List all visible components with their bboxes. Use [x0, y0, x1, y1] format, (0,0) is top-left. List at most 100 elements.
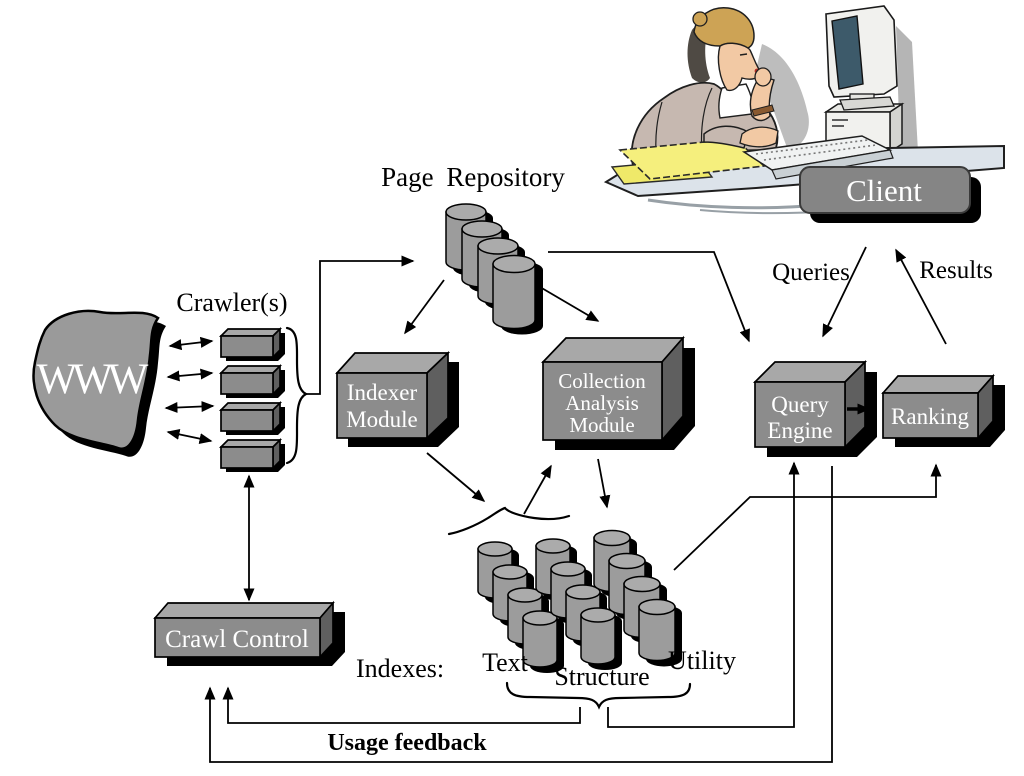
cylinder-top [593, 529, 631, 547]
www-crawler-arrow [166, 428, 213, 445]
results-label: Results [919, 257, 993, 284]
client-node-box [799, 166, 971, 214]
node-front [754, 381, 846, 448]
arrow-indexes-to-queryengine [607, 461, 800, 728]
index-db-utility [593, 529, 682, 667]
cylinder-top [492, 564, 528, 580]
crawl-control-label: Crawl Control [165, 626, 309, 653]
crawler-box-top [218, 328, 283, 337]
cylinder-top [550, 561, 586, 577]
monitor-base [839, 96, 895, 111]
ranking-label: Ranking [891, 404, 969, 429]
cylinder-body [638, 606, 676, 662]
monitor-screen [831, 15, 864, 90]
node-top [153, 602, 335, 619]
query-engine-label: Engine [767, 418, 832, 443]
www-cloud: WWW [32, 309, 166, 457]
person-blouse [718, 83, 754, 119]
crawler-box [218, 363, 285, 398]
client-workstation-illustration [603, 5, 1005, 215]
crawler-box [218, 437, 285, 472]
arrow-indexes-to-crawlcontrol [222, 686, 581, 724]
arrow-usage-feedback [204, 466, 833, 763]
keyboard-keys [755, 139, 869, 155]
person-sleeve [703, 125, 749, 149]
indexes-overbrace [447, 506, 571, 536]
cylinder-top [565, 584, 601, 600]
node-front [882, 392, 979, 439]
crawler-box [218, 400, 285, 435]
index-text-label: Text [482, 648, 529, 677]
arrow-collection-to-indexes [597, 458, 611, 509]
page-repository-db [445, 203, 543, 335]
ranking-node: Ranking [881, 373, 1005, 447]
person-hair-bun [692, 11, 708, 27]
collection-analysis-label: Collection [558, 369, 646, 393]
crawler-brace [285, 326, 309, 465]
client-node: Client [799, 166, 981, 223]
collection-analysis-label: Analysis [565, 391, 639, 415]
arrow-pagerepo-to-indexer [404, 279, 445, 335]
arrow-indexes-to-ranking [673, 463, 942, 571]
crawler-stack [218, 326, 309, 472]
crawler-box-top [218, 365, 283, 374]
crawler-box-front [220, 409, 274, 432]
person-eye [739, 53, 748, 56]
index-utility-label: Utility [668, 646, 736, 675]
cylinder-top [522, 610, 558, 626]
crawler-box-front [220, 335, 274, 358]
collection-analysis-label: Module [569, 413, 634, 437]
client-label: Client [846, 173, 922, 208]
indexer-module-label: Module [346, 407, 418, 432]
crawl-control-node: Crawl Control [153, 600, 345, 666]
node-front [336, 372, 428, 439]
node-top [881, 375, 995, 394]
monitor [825, 5, 898, 111]
query-engine-node: Query Engine [752, 359, 877, 457]
cylinder-top [638, 598, 676, 616]
index-structure-label: Structure [554, 662, 649, 691]
www-cloud-shape [32, 309, 160, 450]
node-front [154, 617, 321, 658]
crawler-box-front [220, 372, 274, 395]
cylinder-top [461, 220, 503, 238]
keyboard-keys [763, 144, 877, 161]
folder [618, 138, 766, 180]
index-db-text [477, 541, 564, 673]
cylinder-top [608, 552, 646, 570]
arrow-queries [822, 246, 867, 338]
person-hand-keyboard [739, 126, 779, 148]
tower-side [889, 102, 903, 154]
crawlers-label: Crawler(s) [176, 288, 287, 317]
indexes-underbrace [505, 681, 692, 710]
cylinder-body [492, 263, 536, 330]
cylinder-top [580, 607, 616, 623]
arrow-indexer-to-indexes [426, 452, 486, 502]
person-hand-chin [754, 67, 772, 87]
cylinder-top [535, 538, 571, 554]
crawler-box-top [218, 402, 283, 411]
query-engine-label: Query [771, 392, 829, 417]
person-hair [693, 7, 755, 49]
collection-analysis-node: Collection Analysis Module [541, 335, 695, 450]
arrow-pagerepo-to-collection [539, 286, 600, 322]
crawler-box-front [220, 446, 274, 469]
crawler-box [218, 326, 285, 361]
cylinder-top [477, 541, 513, 557]
indexes-caption: Indexes: [356, 654, 444, 683]
cylinder-top [492, 254, 536, 274]
indexer-module-label: Indexer [347, 380, 418, 405]
crawler-box-top [218, 439, 283, 448]
cylinder-top [477, 237, 519, 255]
www-crawler-arrow [166, 368, 214, 382]
www-crawler-arrow [164, 400, 215, 414]
cylinder-body [580, 614, 616, 665]
arrow-pagerepo-to-queryengine [548, 251, 750, 343]
arrow-results [895, 248, 947, 345]
cylinder-top [623, 575, 661, 593]
person-watch [751, 104, 775, 117]
page-repository-label: Page Repository [381, 162, 565, 192]
usage-feedback-label: Usage feedback [327, 730, 487, 756]
